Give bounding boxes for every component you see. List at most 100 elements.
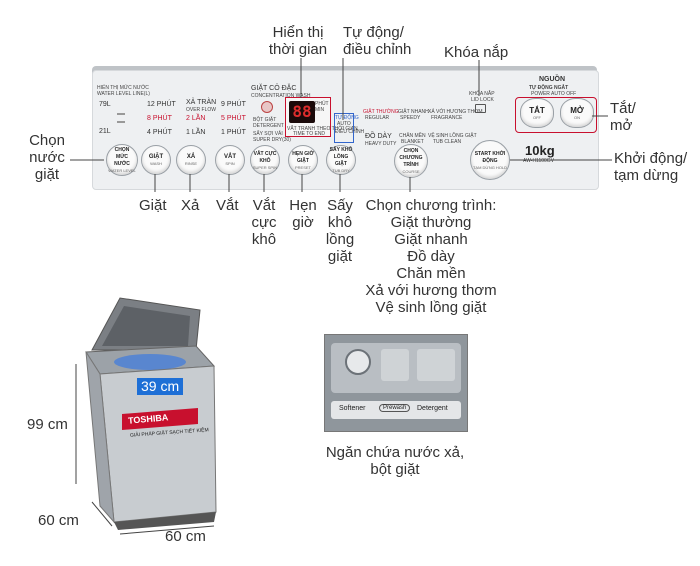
wash-time-4: 4 PHÚT (147, 129, 172, 136)
callout-preset: Hẹn giờ (288, 197, 318, 231)
callout-wash: Giặt (139, 197, 167, 214)
course-button-sub: COURSE (402, 169, 420, 174)
spin-button[interactable]: VẮT SPIN (215, 145, 245, 175)
callout-drawer-line1: Ngăn chứa nước xả, (325, 444, 465, 461)
auto-off-label: TỰ ĐỘNG NGẮT (529, 85, 569, 91)
super-spin-button[interactable]: VẮT CỰC KHÔ SUPER SPIN (250, 145, 280, 175)
rinse-button-label: XẢ (186, 154, 196, 160)
spin-time-5: 5 PHÚT (221, 115, 246, 122)
spin-time-9: 9 PHÚT (221, 101, 246, 108)
program-tubclean-sub: TUB CLEAN (433, 139, 462, 145)
rinse-title: XẢ TRÀN (186, 99, 217, 106)
course-button-label: CHỌN CHƯƠNG TRÌNH (399, 148, 423, 168)
drawer-label-strip (331, 401, 461, 419)
callout-display-line1: Hiển thị (272, 24, 324, 41)
power-off-button[interactable]: TẮT OFF (520, 98, 554, 128)
course-button[interactable]: CHỌN CHƯƠNG TRÌNH COURSE (394, 144, 428, 178)
machine-banner (122, 408, 198, 430)
course-item: Giặt nhanh (394, 231, 468, 248)
wash-button[interactable]: GIẶT WASH (141, 145, 171, 175)
power-on-button-label: MỞ (570, 106, 584, 115)
power-frame (515, 97, 597, 133)
super-spin-button-label: VẮT CỰC KHÔ (253, 150, 277, 164)
water-level-mark (117, 121, 125, 123)
course-item: Giặt thường (390, 214, 472, 231)
rinse-times-2: 2 LẦN (186, 115, 206, 122)
wash-button-sub: WASH (150, 161, 162, 166)
detergent-label: BỘT GIẶT (253, 117, 277, 123)
water-level-button[interactable]: CHỌN MỨC NƯỚC WATER LEVEL (106, 144, 138, 176)
callout-spin: Vắt (216, 197, 239, 214)
auto-label: TỰ ĐỘNG (335, 115, 359, 121)
washing-machine (75, 297, 217, 535)
wash-time-8: 8 PHÚT (147, 115, 172, 122)
power-on-button-sub: ON (574, 115, 580, 120)
preset-button-label: HẸN GIỜ GIẶT (292, 150, 314, 164)
callout-display: Hiển thị thời gian (258, 24, 338, 58)
callout-lidlock: Khóa nắp (444, 44, 509, 61)
program-blanket: CHĂN MỀN (399, 133, 426, 139)
wash-time-12: 12 PHÚT (147, 101, 176, 108)
display-bottom-label: VẮT TRANH THEO THỜI GIAN (287, 126, 358, 132)
callout-power-line2: mở (610, 117, 633, 134)
lid-lock-label: KHÓA NẮP (469, 91, 495, 97)
callout-superspin-line3: khô (251, 231, 277, 248)
drawer-detergent: Detergent (417, 405, 448, 412)
start-pause-button-sub: TẠM DỪNG HOLD (472, 164, 508, 170)
time-display: 88 (289, 101, 315, 123)
rinse-button[interactable]: XẢ RINSE (176, 145, 206, 175)
callout-water: Chọn nước giặt (24, 132, 70, 183)
dim-width-line (119, 525, 215, 535)
callout-start: Khởi động/ tạm dừng (614, 150, 687, 184)
callout-water-line3: giặt (34, 166, 60, 183)
start-pause-button-label: START KHỞI ĐỘNG (474, 150, 506, 164)
callout-tubdry: Sấy khô lồng giặt (324, 197, 356, 265)
course-item: Vệ sinh lồng giặt (375, 299, 487, 316)
water-level-button-sub: WATER LEVEL (108, 168, 136, 173)
rinse-button-sub: RINSE (184, 161, 198, 166)
display-unit: PHÚT (315, 101, 329, 107)
callout-power-line1: Tắt/ (610, 100, 636, 117)
program-heavy: ĐỒ DÀY (365, 133, 392, 140)
time-display-digits: 88 (292, 102, 312, 121)
callout-tubdry-line2: khô (327, 214, 353, 231)
program-fragrance-sub: FRAGRANCE (431, 115, 463, 121)
concentration-indicator-icon (261, 101, 273, 113)
super-dry-sub: SUPER DRY(30) (253, 137, 291, 143)
callout-auto-line2: điều chỉnh (343, 41, 412, 58)
display-unit-sub: MIN (315, 107, 325, 113)
course-item: Xả với hương thơm (365, 282, 497, 299)
power-off-button-label: TẮT (529, 106, 545, 115)
auto-off-sub: POWER AUTO OFF (531, 91, 577, 97)
tub-dry-button-sub: TUB DRY (332, 168, 350, 173)
dim-depth-label: 60 cm (38, 512, 79, 529)
start-pause-button[interactable]: START KHỞI ĐỘNG TẠM DỪNG HOLD (470, 140, 510, 180)
rinse-title-sub: OVER FLOW (186, 107, 217, 113)
wash-button-label: GIẶT (148, 154, 164, 160)
program-speedy-sub: SPEEDY (400, 115, 421, 121)
auto-frame (334, 113, 354, 143)
drawer-cap (345, 349, 371, 375)
machine-lid-inner (102, 306, 190, 346)
spin-time-1: 1 PHÚT (221, 129, 246, 136)
water-level-title: HIỂN THỊ MỨC NƯỚC (97, 85, 149, 91)
program-heavy-sub: HEAVY DUTY (365, 141, 397, 147)
power-on-button[interactable]: MỞ ON (560, 98, 594, 128)
callout-start-line1: Khởi động/ (614, 150, 688, 167)
machine-tub (114, 354, 186, 370)
tub-dry-button[interactable]: SẤY KHÔ LỒNG GIẶT TUB DRY (326, 145, 356, 175)
callout-power: Tắt/ mở (610, 100, 636, 134)
lid-lock-sub: LID LOCK (471, 97, 494, 103)
callout-drawer: Ngăn chứa nước xả, bột giặt (320, 444, 470, 478)
capacity-label: 10kg (525, 143, 555, 158)
super-spin-button-sub: SUPER SPIN (252, 164, 278, 170)
callout-rinse: Xả (181, 197, 200, 214)
dim-width-label: 60 cm (165, 528, 206, 545)
callout-preset-line1: Hẹn (289, 197, 317, 214)
program-tubclean: VỆ SINH LỒNG GIẶT (428, 133, 477, 139)
callout-preset-line2: giờ (292, 214, 314, 231)
callout-drawer-line2: bột giặt (370, 461, 420, 478)
preset-button[interactable]: HẸN GIỜ GIẶT PRESET (288, 145, 318, 175)
auto-sub: AUTO (337, 121, 351, 127)
